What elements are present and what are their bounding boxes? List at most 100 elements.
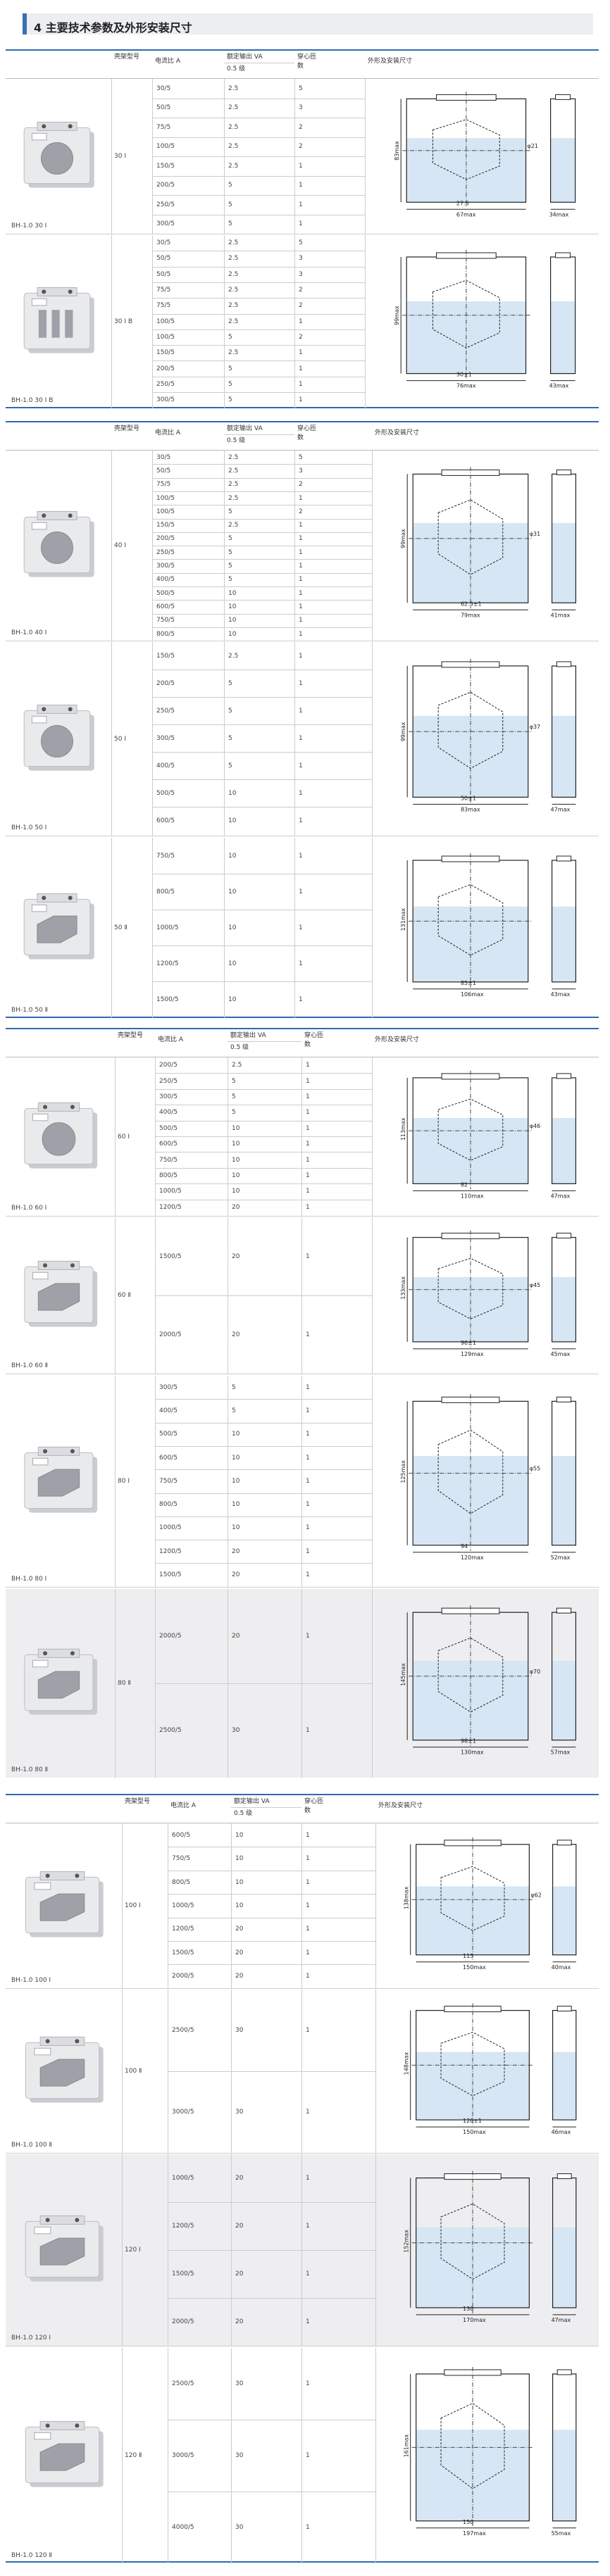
cell-turns: 1 [299, 852, 303, 860]
cell-va: 10 [228, 995, 237, 1003]
cell-current: 500/5 [159, 1431, 178, 1438]
table-row [152, 313, 365, 315]
frame-model: 50 Ⅰ [114, 735, 126, 743]
cell-va: 2.5 [228, 255, 239, 263]
cell-turns: 1 [306, 1431, 310, 1438]
cell-current: 750/5 [159, 1156, 178, 1164]
cell-va: 20 [235, 2223, 244, 2230]
dim-height: 99max [400, 529, 406, 548]
column-divider [301, 1057, 302, 1216]
table-row [152, 627, 372, 628]
cell-va: 20 [235, 2270, 244, 2277]
cell-current: 800/5 [156, 630, 175, 638]
cell-turns: 2 [299, 123, 303, 131]
frame-model: 30 Ⅰ B [114, 318, 133, 325]
header-type: 壳架型号 [114, 54, 140, 61]
product-caption: BH-1.0 30 Ⅰ [11, 222, 47, 230]
cell-va: 10 [228, 817, 237, 824]
cell-current: 1500/5 [156, 995, 179, 1003]
cell-va: 10 [228, 960, 237, 967]
product-photo [25, 2420, 104, 2487]
header-va: 额定输出 VA [227, 54, 263, 61]
cell-turns: 1 [299, 603, 303, 610]
cell-turns: 1 [299, 162, 303, 170]
column-divider [224, 79, 225, 234]
cell-turns: 1 [306, 2027, 310, 2034]
column-divider [375, 1990, 376, 2153]
dim-a: 115 [463, 1953, 473, 1959]
cell-current: 600/5 [156, 603, 175, 610]
cell-va: 10 [232, 1524, 240, 1532]
cell-turns: 1 [306, 1477, 310, 1485]
dim-side: 43max [551, 991, 571, 998]
frame-model: 80 Ⅱ [118, 1680, 131, 1687]
cell-turns: 1 [306, 1124, 310, 1132]
cell-turns: 1 [299, 589, 303, 597]
table-row [155, 1295, 372, 1296]
cell-current: 30/5 [156, 239, 171, 247]
dim-hole: φ31 [530, 531, 540, 537]
product-photo [24, 1446, 98, 1513]
header-turns: 穿心匝数 [304, 1798, 324, 1814]
cell-va: 10 [228, 603, 237, 610]
dim-height: 113max [400, 1117, 406, 1141]
dim-a: 130 [463, 2306, 473, 2312]
table-row [152, 981, 372, 982]
cell-current: 50/5 [156, 255, 171, 263]
cell-current: 1000/5 [156, 924, 179, 931]
header-rule [6, 450, 599, 451]
cell-turns: 2 [299, 302, 303, 310]
cell-turns: 1 [299, 201, 303, 208]
cell-current: 600/5 [156, 817, 175, 824]
dim-width: 79max [461, 612, 480, 618]
cell-current: 2000/5 [172, 1973, 194, 1980]
cell-va: 20 [235, 1925, 244, 1933]
dim-a: 50±1 [461, 795, 476, 801]
cell-turns: 1 [306, 1156, 310, 1164]
cell-turns: 1 [299, 630, 303, 638]
cell-va: 10 [235, 1855, 244, 1863]
column-divider [155, 1589, 156, 1778]
cell-va: 5 [228, 201, 232, 208]
cell-turns: 1 [299, 576, 303, 584]
cell-va: 10 [232, 1431, 240, 1438]
cell-current: 250/5 [156, 380, 175, 388]
column-divider [122, 1990, 123, 2153]
dim-side: 52max [551, 1554, 571, 1561]
cell-turns: 1 [299, 349, 303, 357]
cell-va: 5 [232, 1383, 236, 1391]
cell-turns: 3 [299, 104, 303, 112]
cell-turns: 2 [299, 143, 303, 151]
dim-side: 47max [552, 2317, 571, 2323]
column-divider [294, 451, 295, 641]
cell-current: 3000/5 [172, 2109, 194, 2116]
dim-height: 133max [400, 1276, 406, 1300]
frame-model: 120 Ⅱ [125, 2452, 142, 2459]
cell-turns: 2 [299, 481, 303, 489]
product-photo [25, 1871, 104, 1937]
product-caption: BH-1.0 120 Ⅱ [11, 2552, 52, 2559]
column-divider [294, 838, 295, 1018]
dim-width: 76max [456, 383, 476, 389]
cell-turns: 1 [306, 1252, 310, 1260]
dim-hole: φ45 [530, 1282, 540, 1288]
dim-side: 47max [551, 1193, 571, 1199]
table-row [152, 345, 365, 346]
cell-va: 20 [232, 1571, 240, 1579]
dim-height: 99max [400, 722, 406, 741]
cell-current: 400/5 [159, 1407, 178, 1414]
cell-turns: 1 [306, 1141, 310, 1148]
cell-va: 5 [228, 679, 232, 687]
header-sub-line [228, 1041, 301, 1042]
table-row [168, 2250, 375, 2251]
